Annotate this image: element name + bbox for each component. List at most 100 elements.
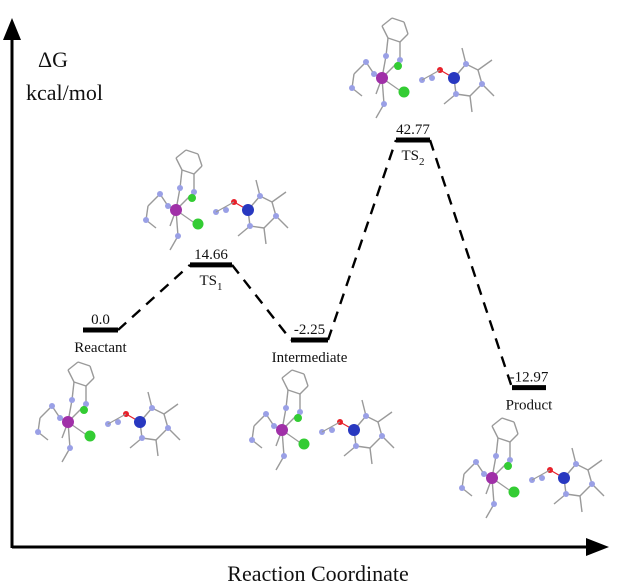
atom — [69, 397, 75, 403]
atom — [143, 217, 149, 223]
y-axis-label-symbol: ΔG — [38, 47, 68, 72]
atom — [463, 61, 469, 67]
energy-levels: 0.0Reactant14.66TS1-2.25Intermediate42.7… — [74, 122, 553, 414]
atom — [376, 72, 388, 84]
state-name-0: Reactant — [74, 340, 127, 356]
x-axis-arrowhead — [586, 538, 609, 556]
atom — [486, 472, 498, 484]
atom — [165, 425, 171, 431]
atom — [383, 53, 389, 59]
atom — [83, 401, 89, 407]
atom — [491, 501, 497, 507]
bond — [491, 417, 503, 427]
atom — [397, 57, 403, 63]
atom — [363, 413, 369, 419]
molecule-ts2 — [349, 17, 495, 119]
energy-value-4: -12.97 — [510, 370, 549, 386]
bond — [513, 421, 519, 435]
energy-value-1: 14.66 — [194, 247, 228, 263]
molecule-reactant — [35, 361, 181, 463]
bond — [197, 153, 203, 167]
atom — [247, 223, 253, 229]
atom — [175, 233, 181, 239]
bond — [107, 413, 127, 425]
atom — [223, 207, 229, 213]
molecule-intermediate — [249, 369, 395, 471]
atom — [273, 213, 279, 219]
bond — [385, 37, 389, 57]
atom — [139, 435, 145, 441]
atom — [242, 204, 254, 216]
connector-1 — [231, 264, 292, 341]
energy-value-3: 42.77 — [396, 122, 430, 138]
bond — [175, 149, 187, 159]
atom — [459, 485, 465, 491]
bond — [403, 21, 409, 35]
atom — [371, 71, 377, 77]
state-name-2: Intermediate — [272, 350, 348, 366]
atom — [453, 91, 459, 97]
bond — [587, 459, 603, 471]
atom — [149, 405, 155, 411]
bond — [497, 437, 511, 443]
bond — [579, 495, 583, 513]
connector-3 — [428, 139, 514, 388]
atom — [493, 453, 499, 459]
state-label-1: TS1 — [199, 273, 222, 293]
bond — [71, 381, 75, 401]
atom — [504, 462, 512, 470]
atom — [429, 75, 435, 81]
bond — [387, 37, 401, 43]
bond — [73, 381, 87, 387]
atom — [84, 430, 96, 442]
bond — [501, 417, 515, 423]
bond — [281, 369, 293, 379]
atom — [363, 59, 369, 65]
bond — [321, 421, 341, 433]
bond — [531, 469, 551, 481]
bond — [381, 17, 393, 27]
bond — [303, 373, 309, 387]
atom — [479, 81, 485, 87]
bond — [491, 425, 499, 439]
atom — [191, 189, 197, 195]
bond — [215, 201, 235, 213]
bond — [85, 377, 95, 387]
atom — [298, 438, 310, 450]
state-label-2: Intermediate — [272, 350, 348, 366]
atom — [249, 437, 255, 443]
bond — [77, 361, 91, 367]
bond — [67, 369, 75, 383]
atom — [448, 72, 460, 84]
atom — [157, 191, 163, 197]
atom — [283, 405, 289, 411]
bond — [179, 169, 183, 189]
bond — [155, 439, 159, 457]
bond — [291, 369, 305, 375]
y-axis-delta: ΔG — [38, 47, 68, 72]
atom — [170, 204, 182, 216]
bond — [369, 447, 373, 465]
y-axis-arrowhead — [3, 18, 21, 40]
atom — [57, 415, 63, 421]
state-name-1: TS — [199, 273, 217, 289]
state-label-0: Reactant — [74, 340, 127, 356]
molecule-ts1 — [143, 149, 289, 251]
bond — [163, 403, 179, 415]
atom — [348, 424, 360, 436]
connector-0 — [117, 263, 191, 331]
atom — [276, 424, 288, 436]
state-label-4: Product — [506, 398, 553, 414]
atom — [188, 194, 196, 202]
atom — [381, 101, 387, 107]
atom — [192, 218, 204, 230]
bond — [299, 385, 309, 395]
atom — [379, 433, 385, 439]
atom — [35, 429, 41, 435]
atom — [134, 416, 146, 428]
atom — [349, 85, 355, 91]
state-name-4: Product — [506, 398, 553, 414]
atom — [353, 443, 359, 449]
atom — [563, 491, 569, 497]
bond — [175, 157, 183, 171]
